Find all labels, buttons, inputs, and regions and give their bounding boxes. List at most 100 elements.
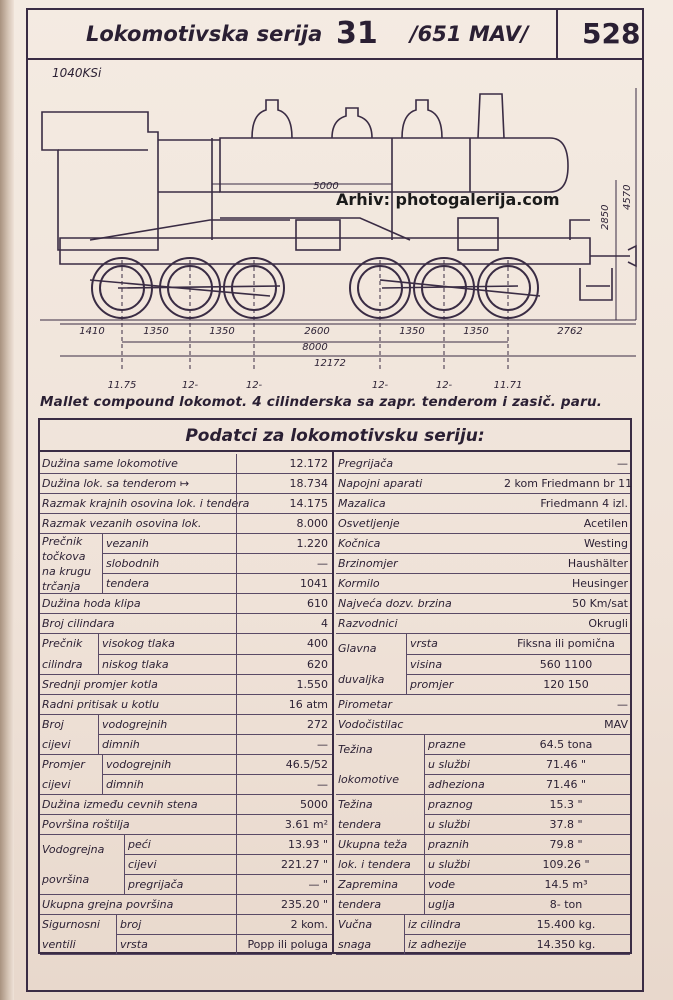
left-row-label: tendera	[106, 577, 150, 591]
locomotive-drawing: 5000 2850 4570 1410 1350 1350 2600 1350 …	[40, 88, 637, 391]
chimney	[477, 93, 505, 139]
right-group-label: Zapremina	[338, 878, 399, 892]
boiler-outline	[219, 137, 569, 193]
axle-load-5: 12-	[436, 380, 453, 391]
watermark: Arhiv: photogalerija.com	[336, 190, 560, 209]
left-row-rule	[40, 894, 332, 896]
right-row-label: vode	[428, 878, 455, 892]
dim-total: 12172	[314, 358, 346, 369]
right-group-divider	[424, 734, 425, 795]
left-row-value: 400	[307, 637, 328, 651]
left-row-rule	[40, 954, 332, 956]
right-row-value: 8- ton	[549, 898, 583, 912]
right-row-label: prazne	[428, 737, 466, 751]
right-row-rule	[424, 813, 630, 815]
left-row-label: Dužina između cevnih stena	[42, 797, 198, 811]
left-row-value: 14.175	[289, 497, 329, 511]
right-group-label: tendera	[338, 898, 382, 912]
right-row-rule	[336, 613, 630, 615]
left-group-label: Prečnik	[42, 637, 83, 651]
left-row-rule	[102, 553, 332, 555]
left-row-label: slobodnih	[106, 557, 160, 571]
right-row-label: Vodočistilac	[338, 717, 404, 731]
left-row-label: broj	[120, 918, 142, 932]
left-group-label: cijevi	[42, 777, 71, 791]
right-row-label: iz adhezije	[408, 938, 467, 952]
frame-outline	[59, 237, 591, 265]
right-row-value: 120 150	[543, 677, 589, 691]
right-row-label: visina	[410, 657, 443, 671]
left-row-label: Srednji promjer kotla	[42, 677, 158, 691]
right-row-label: Mazalica	[338, 497, 386, 511]
left-row-label: Ukupna grejna površina	[42, 898, 174, 912]
left-row-value: —	[317, 557, 328, 571]
right-row-rule	[336, 593, 630, 595]
right-row-rule	[336, 793, 630, 795]
right-row-label: Pregrijača	[338, 457, 394, 470]
table-mid-divider	[332, 452, 334, 954]
right-row-value: 15.400 kg.	[536, 918, 596, 932]
header-mav: /651 MAV/	[410, 22, 529, 46]
right-row-value: Heusinger	[571, 577, 628, 591]
right-row-value: Acetilen	[583, 517, 628, 531]
left-row-value: 5000	[300, 797, 328, 811]
right-row-rule	[336, 473, 630, 475]
left-row-rule	[40, 713, 332, 715]
right-row-value: 15.3 "	[549, 797, 583, 811]
right-row-label: Pirometar	[338, 697, 393, 711]
right-row-rule	[336, 633, 630, 635]
right-group-label: tendera	[338, 817, 382, 831]
left-row-label: Dužina same lokomotive	[42, 457, 178, 470]
left-group-label: cilindra	[42, 657, 83, 671]
left-row-value: Popp ili poluga	[247, 938, 328, 952]
header-title: Lokomotivska serija	[86, 22, 323, 46]
left-row-label: vodogrejnih	[102, 717, 168, 731]
left-row-label: vodogrejnih	[106, 757, 172, 771]
left-row-rule	[40, 473, 332, 475]
right-row-value: Okrugli	[588, 617, 628, 631]
header: Lokomotivska serija 31 /651 MAV/ 528	[26, 8, 644, 60]
left-row-label: Dužina lok. sa tenderom ↦	[42, 477, 190, 491]
left-group-label: Broj	[42, 717, 64, 731]
dim-wheelbase: 8000	[302, 342, 327, 353]
right-row-rule	[336, 573, 630, 575]
right-row-rule	[336, 894, 630, 896]
left-row-rule	[40, 613, 332, 615]
left-row-value: 1.550	[296, 677, 329, 691]
right-row-value: 2 kom Friedmann br 11	[504, 477, 633, 491]
left-row-value: 610	[307, 597, 328, 611]
right-row-rule	[336, 833, 630, 835]
right-row-value: Haushälter	[567, 557, 628, 571]
right-row-value: Westing	[583, 537, 628, 551]
left-row-label: Razmak krajnih osovina lok. i tendera	[42, 497, 250, 511]
left-row-rule	[40, 753, 332, 755]
left-value-divider	[236, 454, 237, 956]
right-row-value: 37.8 "	[549, 817, 583, 831]
left-row-rule	[98, 653, 332, 655]
right-row-label: Napojni aparati	[338, 477, 423, 491]
left-row-value: — "	[308, 878, 328, 892]
dim-3: 1350	[209, 326, 234, 337]
left-row-label: cijevi	[128, 858, 157, 871]
left-row-rule	[124, 874, 332, 876]
right-group-label: Težina	[338, 797, 373, 811]
data-table: Podatci za lokomotivsku seriju: Dužina s…	[38, 418, 633, 956]
right-group-label: Težina	[338, 742, 373, 756]
right-row-label: iz cilindra	[408, 918, 461, 932]
dim-5: 1350	[399, 326, 424, 337]
dim-1: 1410	[79, 326, 104, 337]
right-row-label: Najveća dozv. brzina	[338, 597, 452, 611]
right-group-divider	[404, 915, 405, 956]
right-group-divider	[424, 895, 425, 916]
axle-load-2: 12-	[182, 380, 199, 391]
right-row-value: 50 Km/sat	[572, 597, 628, 611]
left-group-label: Prečnik	[42, 534, 83, 548]
cab-outline	[41, 111, 159, 251]
table-title: Podatci za lokomotivsku seriju:	[40, 420, 630, 452]
left-row-rule	[116, 934, 332, 936]
right-group-divider	[424, 855, 425, 876]
cylinder-rear	[295, 219, 341, 251]
left-row-label: peći	[128, 837, 151, 851]
left-row-label: Radni pritisak u kotlu	[42, 697, 160, 711]
right-row-value: 71.46 "	[545, 757, 587, 771]
